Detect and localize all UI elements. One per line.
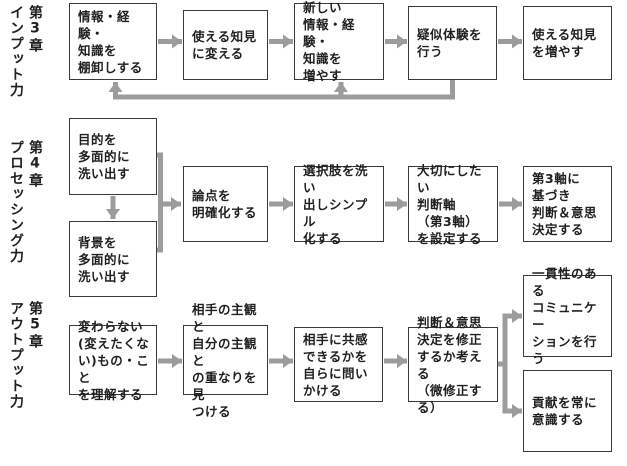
skill-label: アウトプット力 bbox=[8, 301, 24, 410]
flow-node-r3b2: 相手の主観と 自分の主観と の重なりを見 つける bbox=[183, 302, 268, 419]
flow-node-r2b3: 論点を 明確化する bbox=[183, 166, 268, 242]
flow-node-r3b4: 判断＆意思 決定を修正 するか考える （微修正する） bbox=[408, 315, 498, 415]
flow-node-r2b4: 選択肢を洗い 出しシンプル 化する bbox=[294, 163, 384, 246]
skill-label: インプット力 bbox=[8, 5, 24, 98]
arrow-branch-r3b4-r3b6 bbox=[502, 364, 522, 418]
flow-node-r2b5: 大切にしたい 判断軸 （第3軸） を設定する bbox=[408, 163, 498, 246]
flow-node-r1b3: 新しい 情報・経験・ 知識を 増やす bbox=[294, 0, 384, 83]
row-label-input: 第3章 インプット力 bbox=[6, 5, 44, 98]
flow-node-r2b1: 目的を 多面的に 洗い出す bbox=[69, 118, 157, 195]
row-label-processing: 第4章 プロセッシング力 bbox=[6, 140, 44, 264]
chapter-label: 第4章 bbox=[27, 140, 43, 189]
arrow-feedback-r1b4-r1b1 bbox=[108, 80, 455, 100]
flow-node-r1b4: 疑似体験を 行う bbox=[408, 6, 497, 80]
flow-node-r3b6: 貢献を常に 意識する bbox=[523, 370, 612, 452]
chapter-label: 第5章 bbox=[27, 301, 43, 350]
flow-node-r3b1: 変わらない (変えたくな い)もの・こと を理解する bbox=[69, 319, 157, 402]
merge-bracket-r2 bbox=[157, 152, 163, 253]
row-label-output: 第5章 アウトプット力 bbox=[6, 301, 44, 410]
arrow-branch-r3b4-r3b5 bbox=[498, 309, 522, 367]
flow-node-r3b5: 一貫性のある コミュニケー ションを行う bbox=[523, 266, 612, 366]
flow-node-r3b3: 相手に共感 できるかを 自らに問い かける bbox=[294, 327, 383, 402]
chapter-label: 第3章 bbox=[27, 5, 43, 54]
flow-node-r1b5: 使える知見 を増やす bbox=[523, 6, 612, 80]
skill-label: プロセッシング力 bbox=[8, 140, 24, 264]
flow-node-r1b1: 情報・経験・ 知識を 棚卸しする bbox=[69, 3, 157, 80]
flow-node-r2b6: 第3軸に 基づき 判断＆意思 決定する bbox=[523, 166, 612, 242]
flow-node-r1b2: 使える知見 に変える bbox=[183, 10, 268, 80]
flow-node-r2b2: 背景を 多面的に 洗い出す bbox=[69, 221, 157, 297]
